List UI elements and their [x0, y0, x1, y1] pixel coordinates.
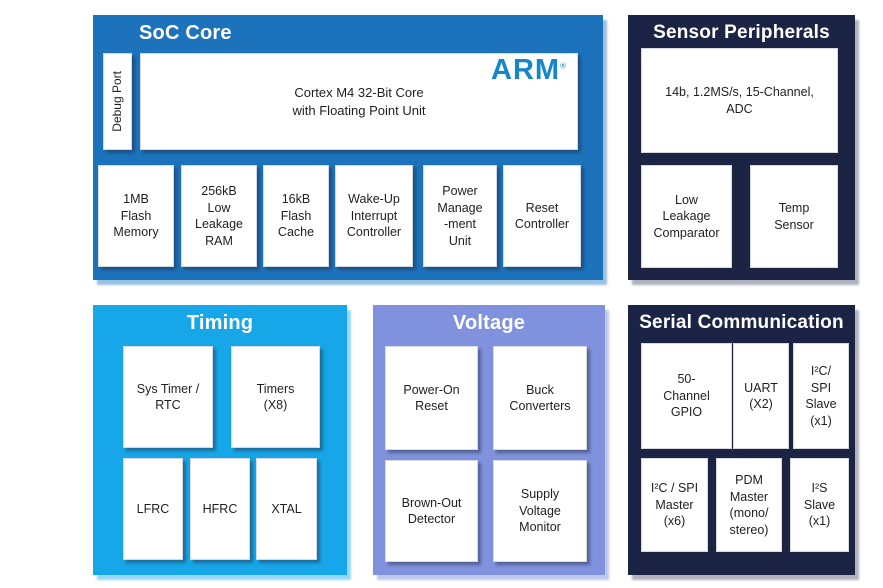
module-xtal: XTAL [256, 458, 317, 560]
module-hfrc: HFRC [190, 458, 250, 560]
module-low-leakage-ram: 256kB Low Leakage RAM [181, 165, 257, 267]
module-uart: UART (X2) [733, 343, 789, 449]
module-lfrc: LFRC [123, 458, 183, 560]
cortex-m4-core-box: ARM® Cortex M4 32-Bit Core with Floating… [140, 53, 578, 150]
voltage-title: Voltage [452, 312, 526, 334]
debug-port-label: Debug Port [109, 71, 124, 132]
module-temp-sensor: Temp Sensor [750, 165, 838, 268]
serial-communication-title: Serial Communication [639, 312, 844, 333]
module-supply-voltage-monitor: Supply Voltage Monitor [493, 460, 587, 562]
module-brown-out-detector: Brown-Out Detector [385, 460, 478, 562]
block-voltage: Voltage Power-On Reset Buck Converters B… [373, 305, 605, 575]
module-adc: 14b, 1.2MS/s, 15-Channel, ADC [641, 48, 838, 153]
arm-logo-text: ARM [491, 54, 561, 86]
module-flash-memory: 1MB Flash Memory [98, 165, 174, 267]
block-timing: Timing Sys Timer / RTC Timers (X8) LFRC … [93, 305, 347, 575]
module-pdm-master: PDM Master (mono/ stereo) [716, 458, 782, 552]
module-sys-timer-rtc: Sys Timer / RTC [123, 346, 213, 448]
module-i2s-slave: I²S Slave (x1) [790, 458, 849, 552]
module-i2c-spi-slave: I²C/ SPI Slave (x1) [793, 343, 849, 449]
module-i2c-spi-master: I²C / SPI Master (x6) [641, 458, 708, 552]
module-wakeup-interrupt-controller: Wake-Up Interrupt Controller [335, 165, 413, 267]
cortex-core-label: Cortex M4 32-Bit Core with Floating Poin… [292, 85, 426, 118]
module-timers-x8: Timers (X8) [231, 346, 320, 448]
timing-title: Timing [186, 312, 254, 334]
module-gpio: 50- Channel GPIO [641, 343, 732, 449]
soc-core-title: SoC Core [139, 22, 232, 44]
module-flash-cache: 16kB Flash Cache [263, 165, 329, 267]
module-power-management-unit: Power Manage -ment Unit [423, 165, 497, 267]
module-low-leakage-comparator: Low Leakage Comparator [641, 165, 732, 268]
debug-port-box: Debug Port [103, 53, 132, 150]
module-buck-converters: Buck Converters [493, 346, 587, 450]
block-sensor-peripherals: Sensor Peripherals 14b, 1.2MS/s, 15-Chan… [628, 15, 855, 280]
block-soc-core: SoC Core Debug Port ARM® Cortex M4 32-Bi… [93, 15, 603, 280]
arm-logo: ARM® [491, 54, 567, 87]
module-power-on-reset: Power-On Reset [385, 346, 478, 450]
module-reset-controller: Reset Controller [503, 165, 581, 267]
block-serial-communication: Serial Communication 50- Channel GPIO UA… [628, 305, 855, 575]
sensor-peripherals-title: Sensor Peripherals [653, 22, 830, 43]
arm-trademark: ® [560, 61, 567, 71]
